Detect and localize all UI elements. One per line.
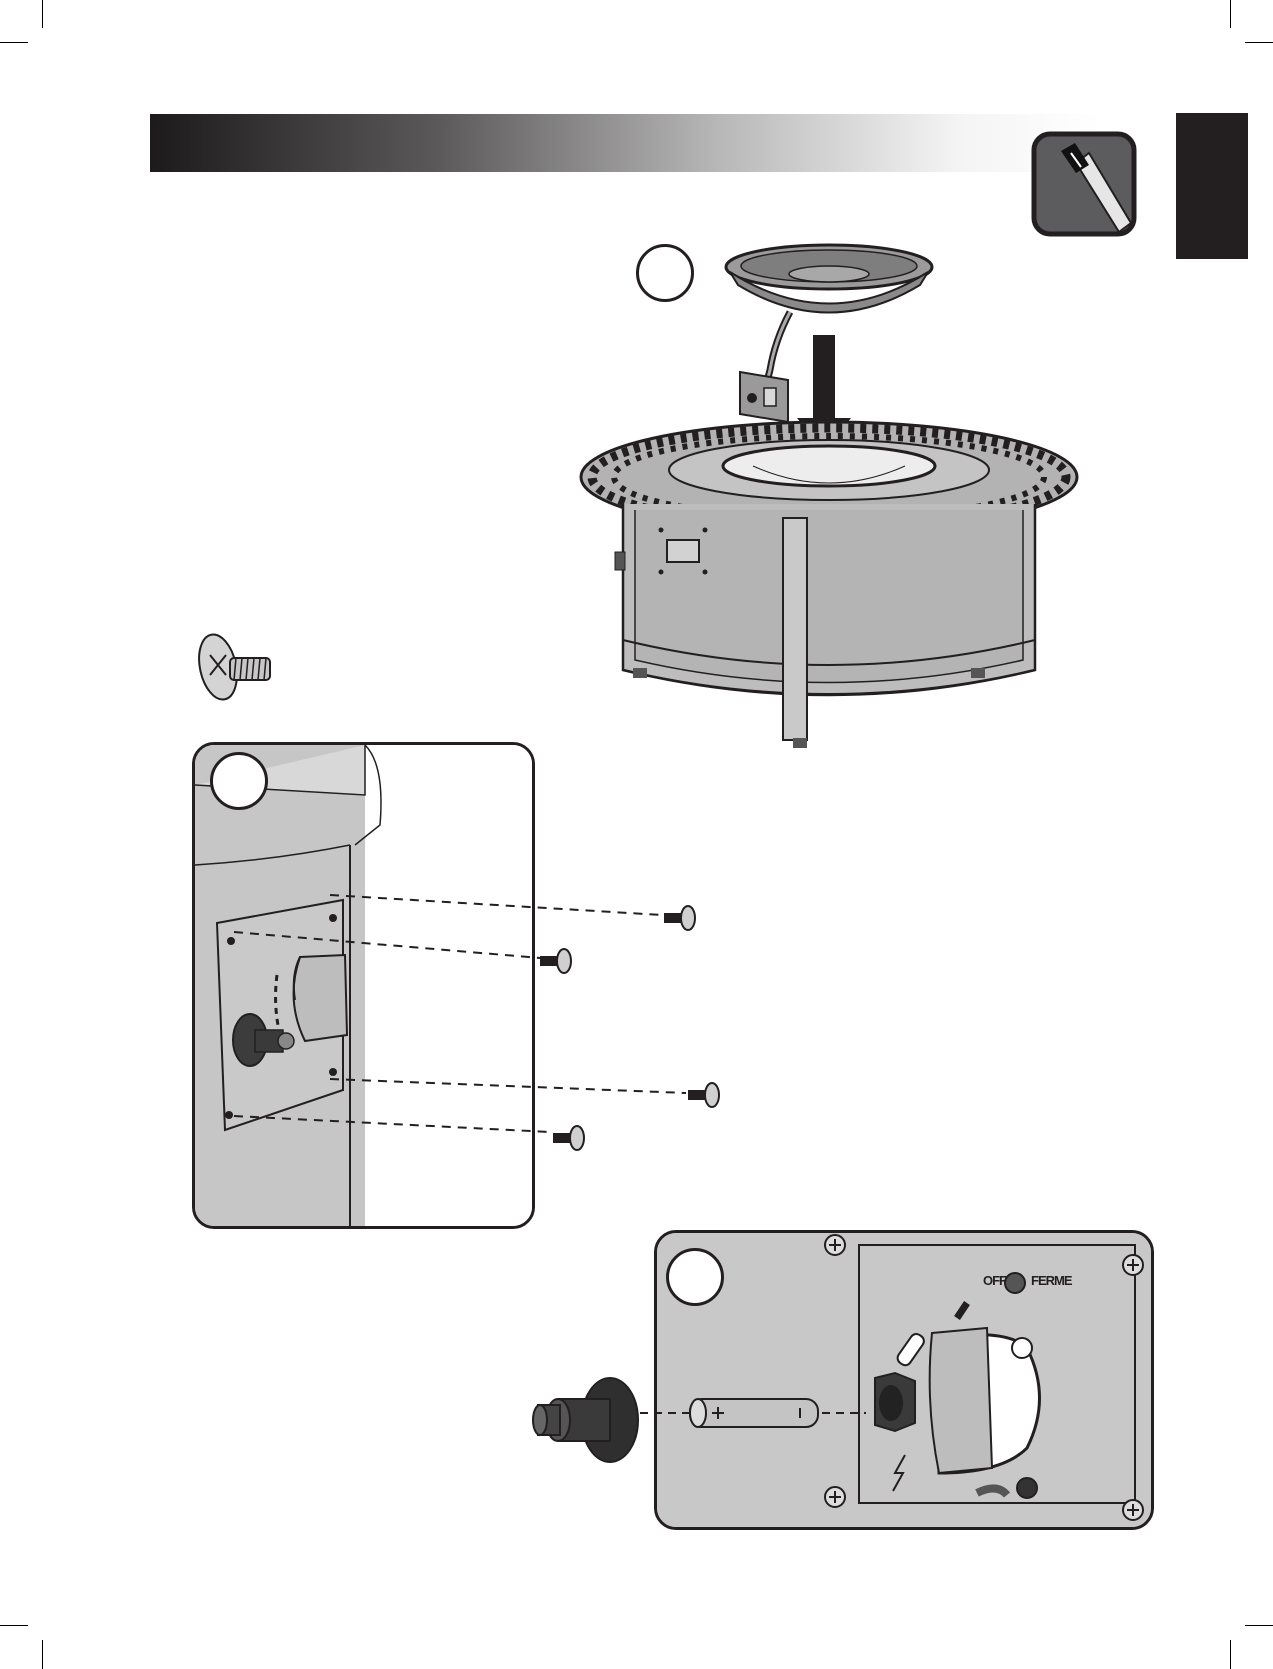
crop-mark: [42, 1640, 43, 1669]
screw-icon: [688, 1082, 722, 1108]
fire-table-illustration: [575, 240, 1080, 760]
crop-mark: [0, 1625, 28, 1626]
off-label: OFF: [983, 1273, 1006, 1288]
crop-mark: [1245, 42, 1273, 43]
screwdriver-icon: [1031, 131, 1137, 237]
crop-mark: [1245, 1625, 1273, 1626]
battery-icon: [640, 1393, 870, 1433]
crop-mark: [42, 0, 43, 28]
step-detail-panel-battery: OFF FERME: [654, 1230, 1154, 1530]
screw-icon: [540, 948, 574, 974]
crop-mark: [0, 42, 28, 43]
step-number-circle: [666, 1248, 724, 1306]
screw-guide-lines: [230, 880, 730, 1160]
crop-mark: [1230, 0, 1231, 28]
igniter-cap: [530, 1377, 640, 1463]
step-number-circle: [210, 752, 268, 810]
ferme-label: FERME: [1031, 1273, 1072, 1288]
crop-mark: [1230, 1640, 1231, 1669]
section-header-bar: [150, 114, 1100, 172]
language-tab: [1176, 113, 1248, 259]
screw-icon: [190, 625, 280, 705]
screw-icon: [553, 1125, 587, 1151]
screw-icon: [664, 905, 698, 931]
